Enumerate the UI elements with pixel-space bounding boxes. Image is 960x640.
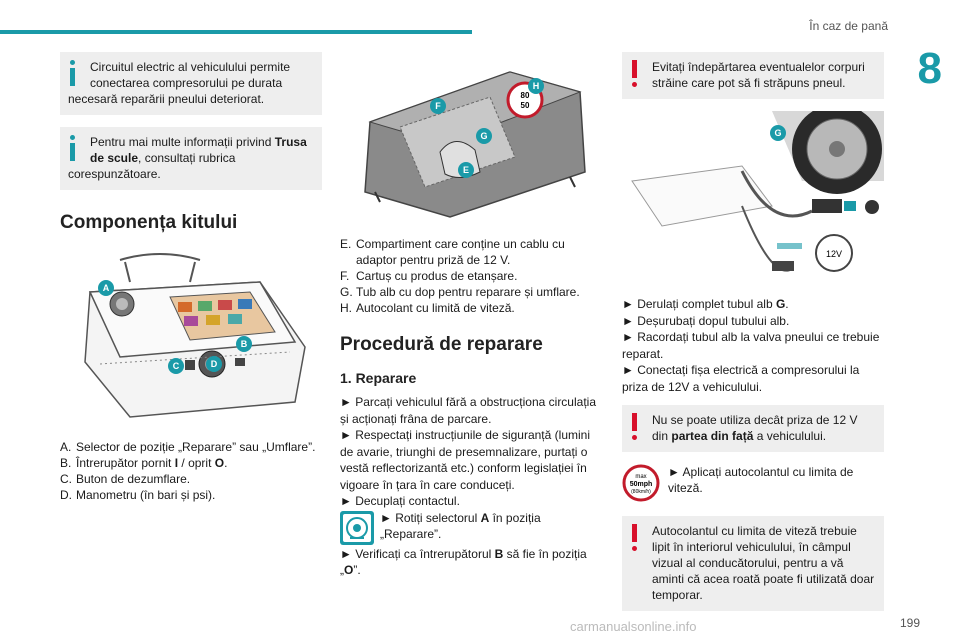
connection-steps: ► Derulați complet tubul alb G. ► Deșuru…	[622, 296, 884, 395]
legend-item: E.Compartiment care conține un cablu cu …	[340, 237, 565, 267]
legend-item: G.Tub alb cu dop pentru reparare și umfl…	[340, 285, 580, 299]
chapter-number: 8	[917, 44, 942, 93]
info-icon	[68, 60, 78, 88]
step-text: ► Rotiți selectorul A în poziția „Repara…	[380, 510, 541, 542]
legend-item: A.Selector de poziție „Reparare” sau „Um…	[60, 440, 316, 454]
legend-item: F.Cartuș cu produs de etanșare.	[340, 269, 518, 283]
section-title: Componența kitului	[60, 212, 238, 233]
column-middle: 80 50 F H G E E.Compartiment care conțin…	[340, 52, 602, 579]
repair-mode-icon	[340, 510, 374, 545]
step-text: ► Respectați instrucțiunile de siguranță…	[340, 428, 590, 492]
page-number: 199	[899, 616, 920, 630]
note-line: Circuitul electric al vehiculului permit…	[90, 60, 291, 74]
note-line: corespunzătoare.	[68, 167, 161, 181]
step-with-icon: ► Rotiți selectorul A în poziția „Repara…	[340, 510, 602, 546]
note-line: de scule, consultați rubrica	[90, 151, 236, 165]
legend-item: D.Manometru (în bari și psi).	[60, 488, 216, 502]
column-right: Evitați îndepărtarea eventualelor corpur…	[622, 52, 884, 623]
subsection-title: 1. Reparare	[340, 370, 417, 386]
legend-list: A.Selector de poziție „Reparare” sau „Um…	[60, 439, 322, 503]
note-line: conectarea compresorului pe durata	[90, 76, 283, 90]
svg-text:max: max	[635, 474, 646, 480]
warning-note: Autocolantul cu limita de viteză trebuie…	[622, 516, 884, 611]
label-a-badge: A	[98, 280, 114, 296]
warning-icon	[630, 413, 640, 441]
legend-item: C.Buton de dezumflare.	[60, 472, 191, 486]
warning-note: Evitați îndepărtarea eventualelor corpur…	[622, 52, 884, 99]
label-g-badge: G	[476, 128, 492, 144]
warning-text: Nu se poate utiliza decât priza de 12 V …	[652, 413, 858, 443]
step-text: ► Deșurubați dopul tubului alb.	[622, 313, 790, 328]
step-text: ► Verificați ca întrerupătorul B să fie …	[340, 546, 587, 578]
chapter-title: În caz de pană	[809, 19, 888, 33]
speed-sticker-step: max 50mph (80km/h) ► Aplicați autocolant…	[622, 464, 884, 504]
svg-text:(80km/h): (80km/h)	[631, 489, 651, 495]
tire-connection-figure: 12V G	[622, 104, 884, 286]
warning-icon	[630, 60, 640, 88]
label-c-badge: C	[168, 358, 184, 374]
info-icon	[68, 135, 78, 163]
warning-text: Autocolantul cu limita de viteză trebuie…	[652, 524, 875, 602]
note-line: Pentru mai multe informații privind Trus…	[90, 135, 307, 149]
info-note: Pentru mai multe informații privind Trus…	[60, 127, 322, 190]
plug-12v-label: 12V	[826, 249, 842, 259]
step-text: ► Aplicați autocolantul cu limita de vit…	[668, 465, 854, 495]
watermark: carmanualsonline.info	[570, 619, 697, 634]
label-f-badge: F	[430, 98, 446, 114]
section-title: Procedură de reparare	[340, 334, 543, 355]
label-e-badge: E	[458, 162, 474, 178]
info-note: Circuitul electric al vehiculului permit…	[60, 52, 322, 115]
step-text: ► Conectați fișa electrică a compresorul…	[622, 363, 860, 394]
label-b-badge: B	[236, 336, 252, 352]
procedure-steps: ► Parcați vehiculul fără a obstrucționa …	[340, 394, 602, 579]
legend-list: E.Compartiment care conține un cablu cu …	[340, 236, 602, 316]
warning-icon	[630, 524, 640, 552]
step-text: ► Racordați tubul alb la valva pneului c…	[622, 330, 880, 361]
note-line: necesară reparării pneului deteriorat.	[68, 92, 265, 106]
compressor-illustration	[84, 253, 306, 418]
label-g-badge: G	[770, 125, 786, 141]
column-left: Circuitul electric al vehiculului permit…	[60, 52, 322, 503]
speed-limit-sign-icon: max 50mph (80km/h)	[622, 464, 660, 502]
legend-item: H.Autocolant cu limită de viteză.	[340, 301, 515, 315]
kit-bottom-figure: 80 50 F H G E	[340, 52, 602, 222]
kit-bottom-illustration: 80 50	[364, 71, 586, 218]
kit-compressor-figure: A B C D	[60, 252, 322, 427]
legend-item: B.Întrerupător pornit I / oprit O.	[60, 456, 228, 470]
header-rule	[0, 30, 472, 34]
sticker-bottom-value: 50	[521, 101, 530, 110]
step-text: ► Parcați vehiculul fără a obstrucționa …	[340, 395, 596, 426]
label-h-badge: H	[528, 78, 544, 94]
svg-text:50mph: 50mph	[630, 481, 653, 488]
step-text: ► Decuplați contactul.	[340, 494, 460, 508]
warning-note: Nu se poate utiliza decât priza de 12 V …	[622, 405, 884, 452]
sticker-top-value: 80	[521, 91, 530, 100]
tire-connection-illustration: 12V	[631, 104, 884, 272]
label-d-badge: D	[206, 356, 222, 372]
warning-text: Evitați îndepărtarea eventualelor corpur…	[652, 60, 865, 90]
step-text: ► Derulați complet tubul alb G.	[622, 297, 789, 311]
